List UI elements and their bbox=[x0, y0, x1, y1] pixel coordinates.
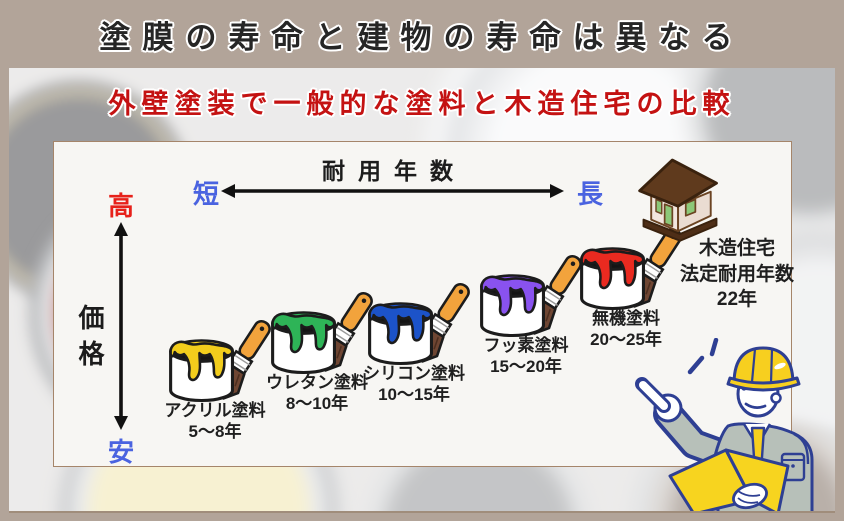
y-axis-arrow bbox=[114, 222, 128, 430]
y-axis-top-label: 高 bbox=[107, 191, 134, 221]
x-axis-left-label: 短 bbox=[192, 179, 219, 209]
x-axis-arrow bbox=[221, 184, 564, 198]
house-icon bbox=[638, 158, 718, 242]
page-title: 塗膜の寿命と建物の寿命は異なる bbox=[99, 19, 745, 55]
y-axis-bottom-label: 安 bbox=[107, 437, 134, 467]
x-axis-title: 耐用年数 bbox=[322, 158, 466, 184]
worker-illustration bbox=[635, 338, 814, 515]
banner: 塗膜の寿命と建物の寿命は異なる bbox=[0, 0, 844, 68]
house-caption: 木造住宅 法定耐用年数 22年 bbox=[679, 238, 794, 311]
x-axis-right-label: 長 bbox=[576, 179, 603, 209]
subtitle: 外壁塗装で一般的な塗料と木造住宅の比較 bbox=[108, 89, 736, 119]
y-axis-title: 価格 bbox=[75, 304, 105, 376]
